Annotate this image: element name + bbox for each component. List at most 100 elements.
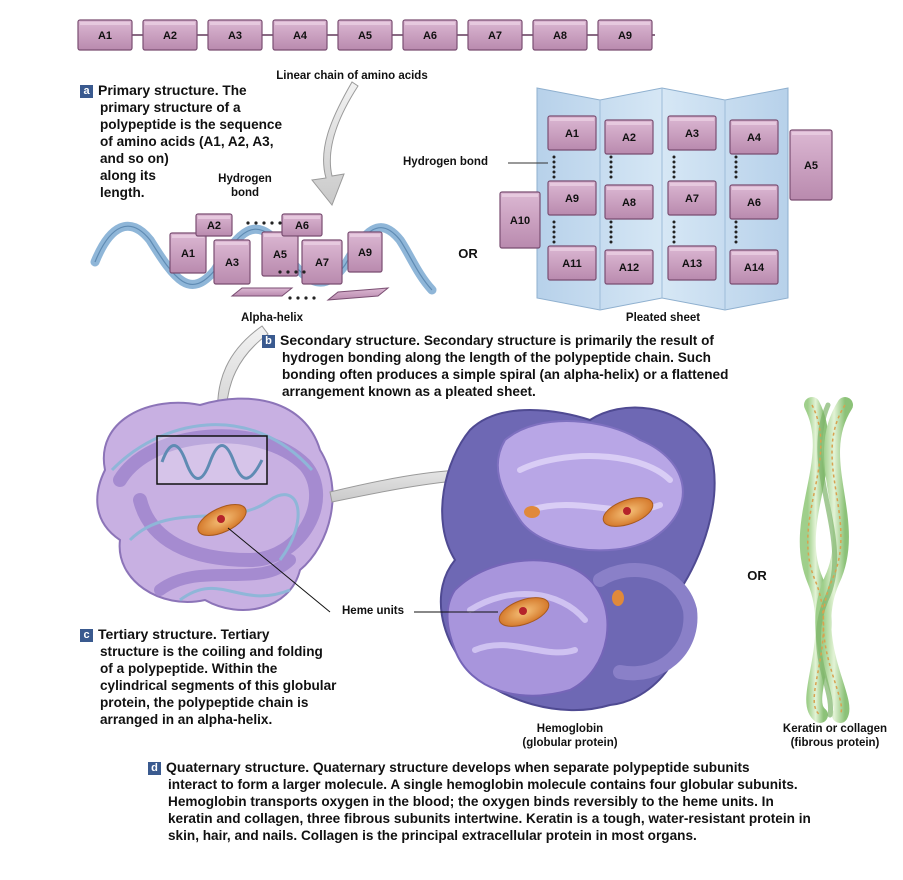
chain-block-a8-label: A8: [553, 30, 567, 42]
helix-block-a1: A1: [169, 232, 207, 274]
sheet-block-a14: A14: [729, 249, 779, 285]
section-c-title: Tertiary structure.: [98, 626, 217, 642]
sheet-bond-dot: [734, 160, 738, 164]
sheet-block-a12-label: A12: [619, 262, 639, 274]
alpha-helix-label: Alpha-helix: [241, 312, 303, 324]
hemoglobin-label: Hemoglobin (globular protein): [510, 722, 630, 750]
heme-units-label: Heme units: [342, 605, 404, 617]
section-d-line-3: keratin and collagen, three fibrous subu…: [168, 811, 811, 826]
section-a-line-1: primary structure of a: [100, 100, 241, 115]
section-d-line-0: Quaternary structure develops when separ…: [312, 760, 750, 775]
chain-block-a7-label: A7: [488, 30, 502, 42]
sheet-block-a10: A10: [499, 191, 541, 249]
section-c-line-0: Tertiary: [220, 627, 270, 642]
sheet-bond-dot: [552, 220, 556, 224]
sheet-block-a10-label: A10: [510, 215, 530, 227]
chain-block-a5: A5: [337, 19, 393, 51]
chain-block-a3-label: A3: [228, 30, 242, 42]
sheet-bond-dot: [552, 165, 556, 169]
sheet-bond-dot: [672, 155, 676, 159]
sheet-block-a13: A13: [667, 245, 717, 281]
helix-block-a5: A5: [261, 231, 299, 277]
section-a-line-3: of amino acids (A1, A2, A3,: [100, 134, 274, 149]
chain-block-a5-label: A5: [358, 30, 372, 42]
sheet-bond-dot: [609, 170, 613, 174]
hemoglobin-type: (globular protein): [522, 737, 618, 749]
section-b-line-2: bonding often produces a simple spiral (…: [282, 367, 729, 382]
sheet-bond-dot: [609, 235, 613, 239]
sheet-block-a5: A5: [789, 129, 833, 201]
sheet-bond-dot: [672, 230, 676, 234]
linear-chain-label: Linear chain of amino acids: [276, 70, 428, 82]
sheet-bond-dot: [734, 155, 738, 159]
tertiary-protein-illustration: [96, 397, 334, 613]
sheet-bond-dot: [552, 225, 556, 229]
section-c-line-2: of a polypeptide. Within the: [100, 661, 278, 676]
or-label-1: OR: [458, 246, 478, 261]
sheet-block-a11-label: A11: [562, 258, 582, 270]
section-c-line-4: protein, the polypeptide chain is: [100, 695, 309, 710]
sheet-hydrogen-bonds: [552, 155, 738, 244]
section-b-tag: b: [262, 335, 275, 348]
helix-block-a9-label: A9: [358, 247, 372, 259]
chain-block-a1-label: A1: [98, 30, 112, 42]
keratin-fiber-illustration: [799, 397, 853, 723]
sheet-block-a7: A7: [667, 180, 717, 216]
helix-block-a5-label: A5: [273, 249, 287, 261]
sheet-bond-dot: [734, 240, 738, 244]
section-b-line-0: Secondary structure is primarily the res…: [423, 333, 714, 348]
sheet-bond-dot: [609, 165, 613, 169]
sheet-block-a1-label: A1: [565, 128, 579, 140]
section-d-title: Quaternary structure.: [166, 759, 310, 775]
chain-block-a9: A9: [597, 19, 653, 51]
sheet-block-a6-label: A6: [747, 197, 761, 209]
hemoglobin-illustration: [414, 406, 716, 712]
sheet-block-a7-label: A7: [685, 193, 699, 205]
sheet-bond-dot: [734, 170, 738, 174]
sheet-block-a4: A4: [729, 119, 779, 155]
sheet-block-a6: A6: [729, 184, 779, 220]
sheet-block-a13-label: A13: [682, 258, 702, 270]
helix-block-a3: A3: [213, 239, 251, 285]
or-label-2: OR: [747, 568, 767, 583]
section-d-line-2: Hemoglobin transports oxygen in the bloo…: [168, 794, 774, 809]
section-b-title: Secondary structure.: [280, 332, 421, 348]
sheet-block-a2-label: A2: [622, 132, 636, 144]
hydrogen-bond-helix-label: Hydrogen bond: [218, 173, 272, 199]
chain-block-a1: A1: [77, 19, 133, 51]
chain-block-a4: A4: [272, 19, 328, 51]
helix-plate-2: [326, 287, 390, 301]
section-c-line-3: cylindrical segments of this globular: [100, 678, 337, 693]
sheet-bond-dot: [672, 160, 676, 164]
sheet-bond-dot: [734, 225, 738, 229]
chain-block-a9-label: A9: [618, 30, 632, 42]
sheet-block-a9-label: A9: [565, 193, 579, 205]
sheet-block-a5-label: A5: [804, 160, 818, 172]
sheet-bond-dot: [672, 170, 676, 174]
sheet-block-a11: A11: [547, 245, 597, 281]
sheet-bond-dot: [609, 160, 613, 164]
pleated-sheet-label: Pleated sheet: [625, 312, 701, 324]
sheet-block-a9: A9: [547, 180, 597, 216]
section-a-line-4: and so on): [100, 151, 169, 166]
keratin-label: Keratin or collagen (fibrous protein): [770, 722, 900, 750]
helix-block-a9: A9: [347, 231, 383, 273]
sheet-bond-dot: [609, 225, 613, 229]
sheet-bond-dot: [552, 170, 556, 174]
sheet-bond-dot: [672, 165, 676, 169]
chain-block-a8: A8: [532, 19, 588, 51]
chain-block-a6: A6: [402, 19, 458, 51]
chain-block-a6-label: A6: [423, 30, 437, 42]
chain-block-a2-label: A2: [163, 30, 177, 42]
sheet-block-a14-label: A14: [744, 262, 765, 274]
hydrogen-bond-dots: [246, 221, 316, 300]
helix-block-a6: A6: [281, 213, 323, 237]
keratin-type: (fibrous protein): [790, 737, 880, 749]
section-a-title: Primary structure.: [98, 82, 219, 98]
helix-block-a6-label: A6: [295, 220, 309, 232]
